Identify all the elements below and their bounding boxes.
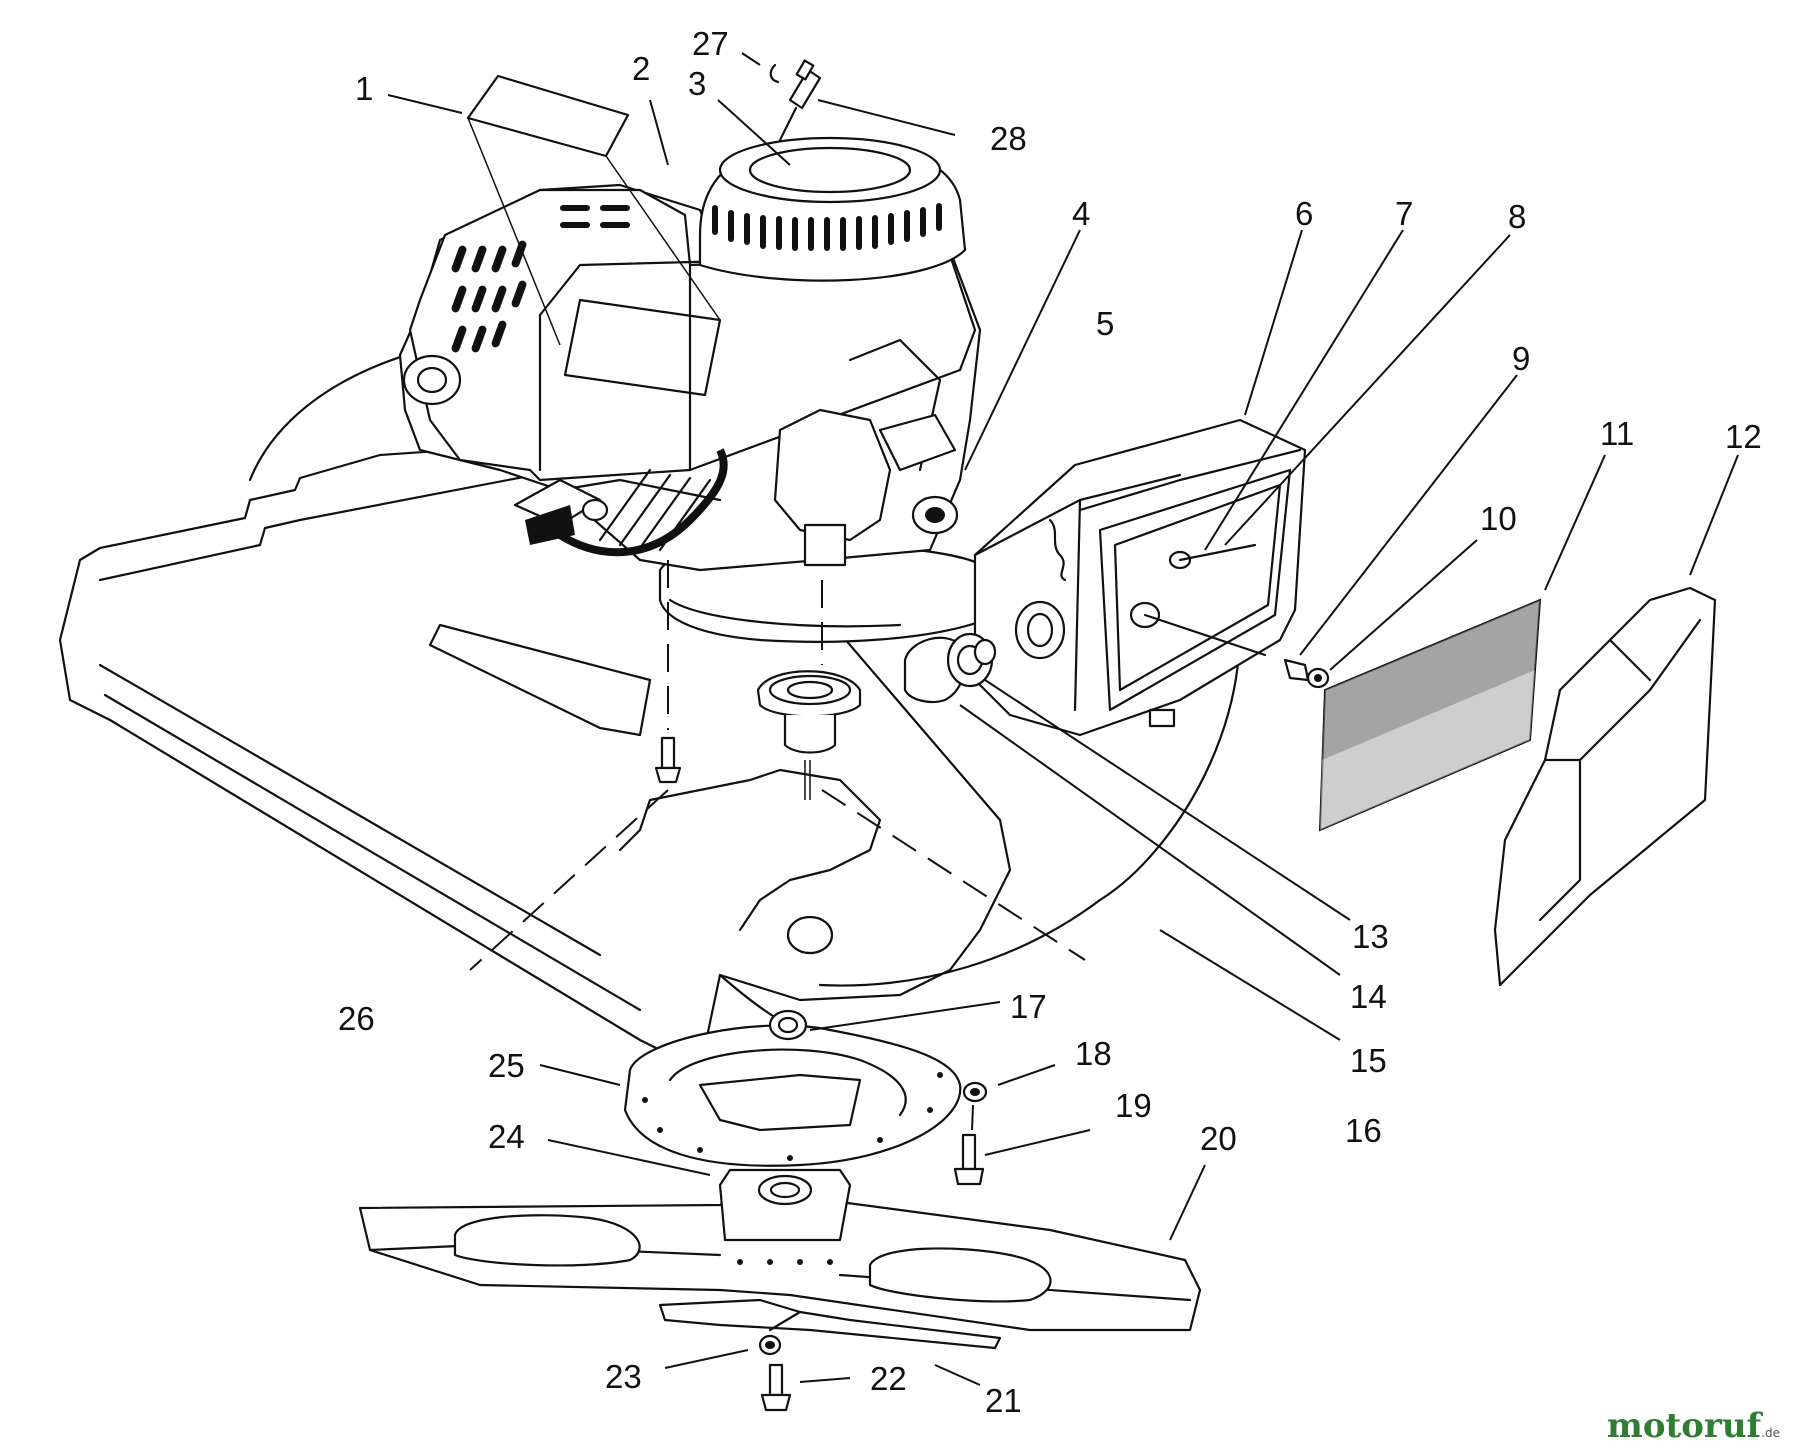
air-cleaner-body xyxy=(973,418,1307,737)
foam-element xyxy=(1318,598,1542,832)
blade-adapter xyxy=(623,1009,962,1167)
air-cleaner-cover xyxy=(1493,586,1717,987)
callout-18: 18 xyxy=(1075,1035,1112,1072)
primer-bulb xyxy=(903,632,997,704)
callout-labels: 1 2 3 4 5 6 7 8 9 10 11 12 13 14 15 16 1… xyxy=(338,25,1762,1419)
callout-22: 22 xyxy=(870,1360,907,1397)
bolt-22 xyxy=(760,1363,792,1412)
callout-25: 25 xyxy=(488,1047,525,1084)
mower-blade xyxy=(358,1168,1202,1350)
watermark-text: motoruf xyxy=(1606,1406,1762,1446)
callout-28: 28 xyxy=(990,120,1027,157)
callout-23: 23 xyxy=(605,1358,642,1395)
callout-19: 19 xyxy=(1115,1087,1152,1124)
callout-10: 10 xyxy=(1480,500,1517,537)
callout-8: 8 xyxy=(1508,198,1526,235)
callout-3: 3 xyxy=(688,65,706,102)
engine-assembly xyxy=(398,136,992,643)
spacer-and-nut xyxy=(1283,658,1330,689)
callout-24: 24 xyxy=(488,1118,525,1155)
callout-6: 6 xyxy=(1295,195,1313,232)
callout-9: 9 xyxy=(1512,340,1530,377)
watermark-suffix: .de xyxy=(1761,1426,1780,1440)
callout-1: 1 xyxy=(355,70,373,107)
callout-15: 15 xyxy=(1350,1042,1387,1079)
callout-17: 17 xyxy=(1010,988,1047,1025)
callout-12: 12 xyxy=(1725,418,1762,455)
callout-20: 20 xyxy=(1200,1120,1237,1157)
leader-lines xyxy=(387,52,1739,1386)
callout-4: 4 xyxy=(1072,195,1090,232)
callout-26: 26 xyxy=(338,1000,375,1037)
callout-27: 27 xyxy=(692,25,729,62)
spark-plug-wire xyxy=(769,59,822,142)
watermark-logo: motoruf.de xyxy=(1607,1406,1780,1446)
bolt-19 xyxy=(953,1133,985,1186)
decal-1 xyxy=(466,74,630,158)
callout-13: 13 xyxy=(1352,918,1389,955)
callout-7: 7 xyxy=(1395,195,1413,232)
engine-spacer xyxy=(756,670,862,800)
callout-21: 21 xyxy=(985,1382,1022,1419)
callout-5: 5 xyxy=(1096,305,1114,342)
callout-14: 14 xyxy=(1350,978,1387,1015)
callout-11: 11 xyxy=(1600,415,1634,452)
callout-2: 2 xyxy=(632,50,650,87)
callout-16: 16 xyxy=(1345,1112,1382,1149)
bolt-26 xyxy=(654,736,682,784)
